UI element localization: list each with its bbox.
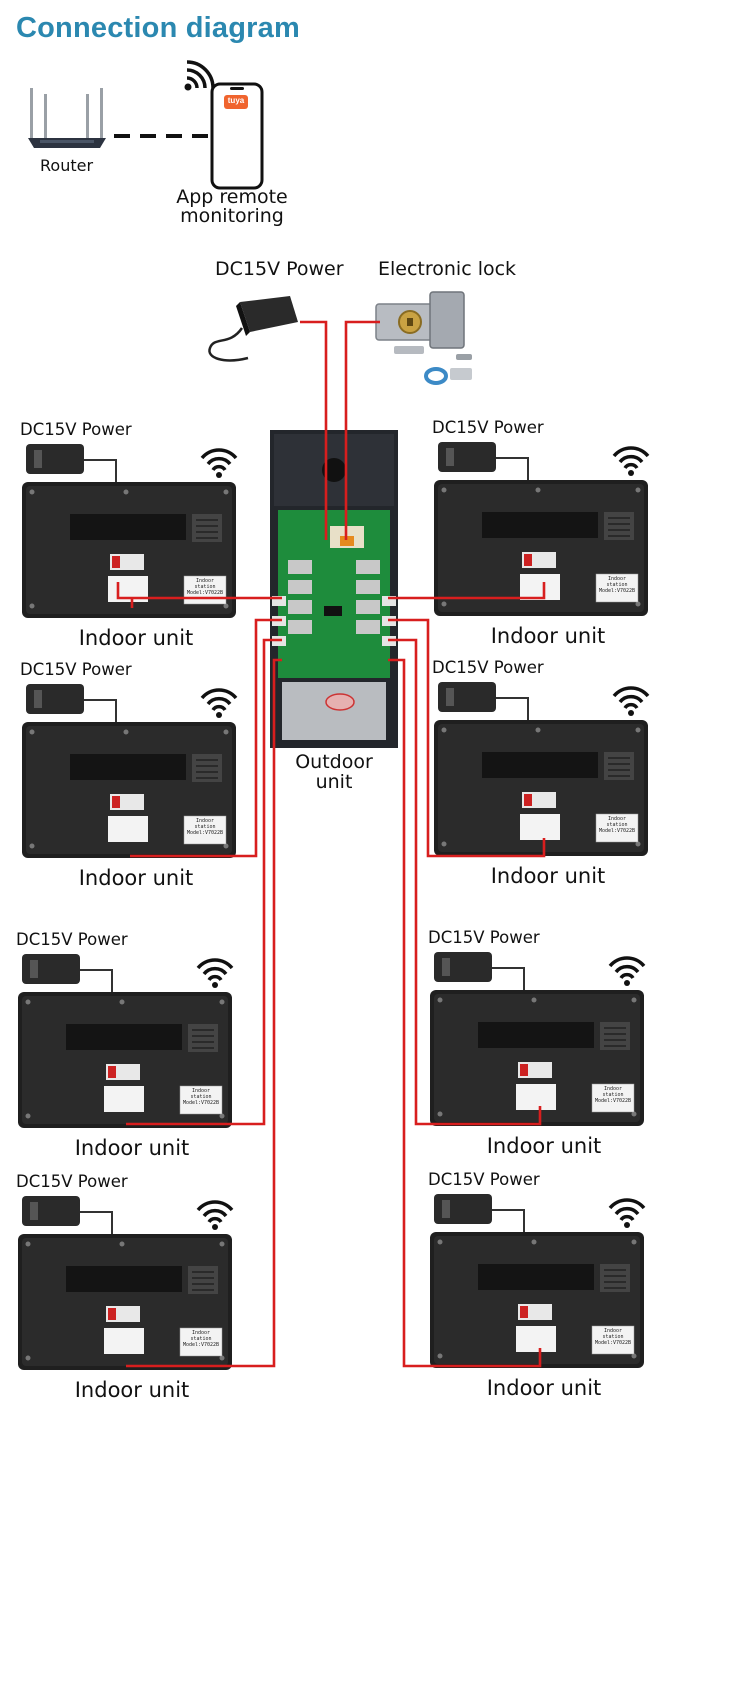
indoor-unit-label: Indoor unit [490,864,606,888]
sticker-line1: Indoor station [602,1328,624,1340]
power-label: DC15V Power [432,418,544,437]
wifi-icon [612,446,650,476]
wifi-icon [608,956,646,986]
sticker-line2: Model:V7022B [594,1340,632,1346]
diagram-title: Connection diagram [16,12,300,44]
indoor-unit-label: Indoor unit [490,624,606,648]
sticker-line1: Indoor station [194,818,216,830]
sticker-line2: Model:V7022B [182,1100,220,1106]
app-label-line1: App remote [176,186,288,208]
sticker-line1: Indoor station [606,576,628,588]
wifi-icon [612,686,650,716]
power-adapter-icon [208,296,298,362]
sticker-line1: Indoor station [190,1088,212,1100]
indoor-unit-label: Indoor unit [74,1136,190,1160]
wifi-icon [196,958,234,988]
sticker-line2: Model:V7022B [182,1342,220,1348]
smartphone-icon [210,82,264,190]
power-label: DC15V Power [20,420,132,439]
outdoor-unit-board [270,430,398,748]
wifi-icon [608,1198,646,1228]
network-link-line [114,134,210,138]
power-label-top: DC15V Power [215,258,344,280]
indoor-unit-label: Indoor unit [486,1134,602,1158]
sticker-line1: Indoor station [194,578,216,590]
lock-label: Electronic lock [378,258,517,280]
power-label: DC15V Power [432,658,544,677]
sticker-line1: Indoor station [190,1330,212,1342]
power-label: DC15V Power [16,1172,128,1191]
power-label: DC15V Power [428,928,540,947]
wifi-icon [200,688,238,718]
outdoor-label-line1: Outdoor [295,751,373,773]
outdoor-label: Outdoor unit [276,752,392,792]
power-label: DC15V Power [428,1170,540,1189]
app-label: App remote monitoring [170,188,294,226]
sticker-line2: Model:V7022B [186,830,224,836]
wifi-signal-icon [184,60,215,91]
electronic-lock-icon [375,291,472,385]
wifi-icon [196,1200,234,1230]
sticker-line1: Indoor station [606,816,628,828]
indoor-unit-label: Indoor unit [486,1376,602,1400]
sticker-line2: Model:V7022B [598,588,636,594]
router-icon [28,88,106,148]
sticker-line2: Model:V7022B [186,590,224,596]
router-label: Router [40,156,94,175]
sticker-line2: Model:V7022B [594,1098,632,1104]
indoor-unit-label: Indoor unit [78,626,194,650]
app-icon-text: tuya [227,96,245,105]
app-label-line2: monitoring [180,205,284,227]
wifi-icon [200,448,238,478]
sticker-line2: Model:V7022B [598,828,636,834]
power-label: DC15V Power [16,930,128,949]
indoor-unit-label: Indoor unit [74,1378,190,1402]
sticker-line1: Indoor station [602,1086,624,1098]
indoor-unit-label: Indoor unit [78,866,194,890]
outdoor-label-line2: unit [315,771,353,793]
power-label: DC15V Power [20,660,132,679]
